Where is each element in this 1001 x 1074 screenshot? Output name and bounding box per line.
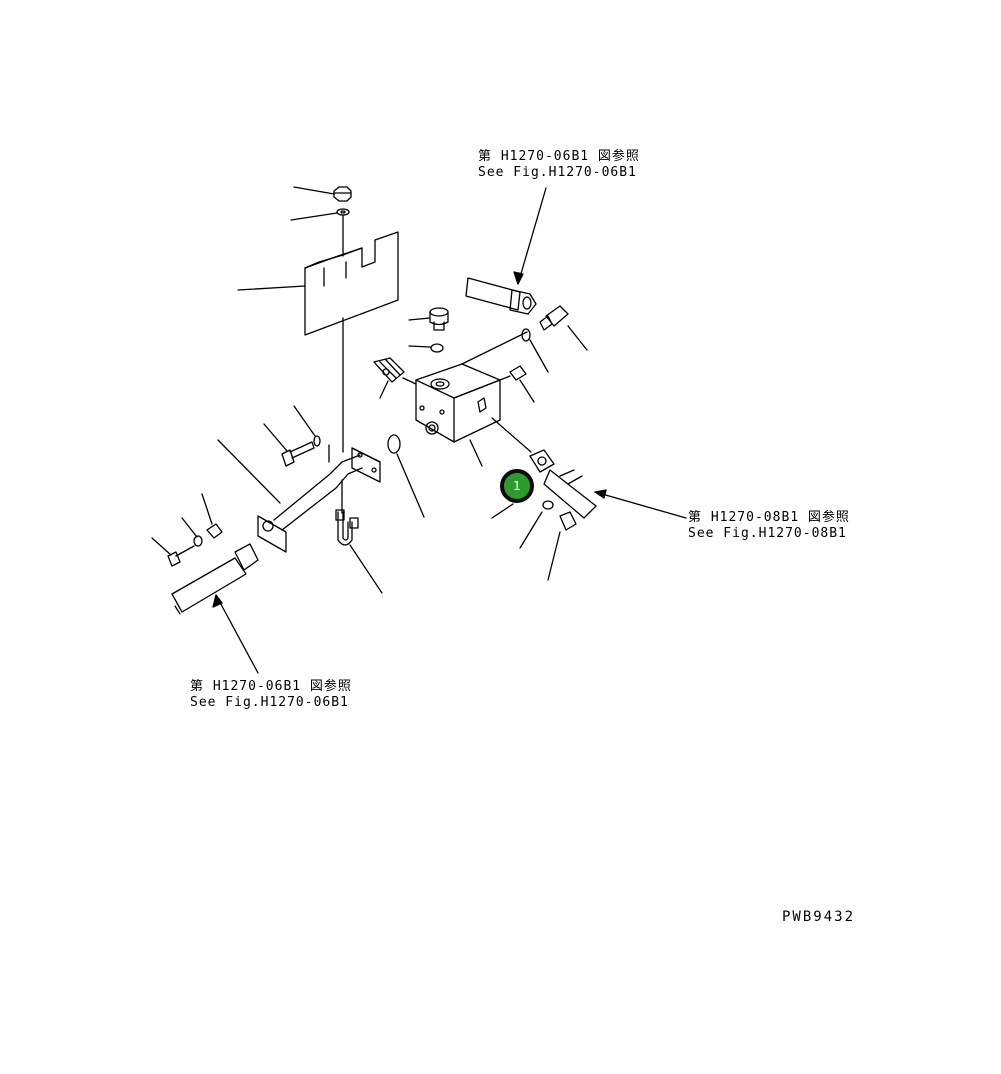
lower-hose-part	[151, 493, 259, 674]
small-tube-part	[335, 509, 383, 594]
bolt-washer-part	[263, 405, 321, 467]
o-ring-part	[387, 434, 425, 518]
reference-top-en: See Fig.H1270-06B1	[478, 165, 637, 180]
o-ring-right-part	[521, 328, 549, 373]
callout-1-leader	[491, 503, 514, 519]
reference-top-jp: 第 H1270-06B1 図参照	[478, 149, 640, 164]
top-nut-part	[290, 186, 352, 221]
bracket-plate-part	[237, 214, 399, 453]
cap-screw-part	[408, 307, 449, 353]
reference-right-en: See Fig.H1270-08B1	[688, 526, 847, 541]
reference-right: 第 H1270-08B1 図参照 See Fig.H1270-08B1	[688, 510, 850, 542]
upper-hose-part	[465, 187, 588, 351]
plug-part	[499, 365, 535, 403]
reference-right-jp: 第 H1270-08B1 図参照	[688, 510, 850, 525]
sensor-part	[373, 357, 417, 399]
drawing-code: PWB9432	[782, 909, 856, 925]
reference-bottom-jp: 第 H1270-06B1 図参照	[190, 679, 352, 694]
valve-block-part	[415, 331, 532, 467]
reference-bottom-en: See Fig.H1270-06B1	[190, 695, 349, 710]
right-hose-part	[519, 449, 687, 581]
part-callout-1[interactable]: 1	[500, 469, 534, 503]
reference-top: 第 H1270-06B1 図参照 See Fig.H1270-06B1	[478, 149, 640, 181]
pipe-assembly-part	[217, 439, 381, 553]
reference-bottom: 第 H1270-06B1 図参照 See Fig.H1270-06B1	[190, 679, 352, 711]
